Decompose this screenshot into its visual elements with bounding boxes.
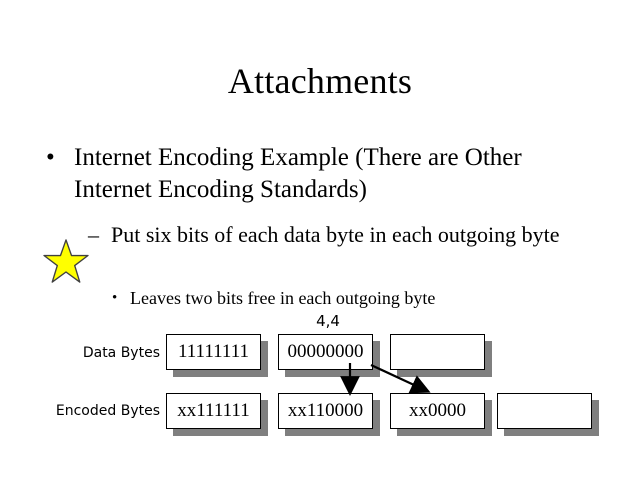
encoded-byte-box-1: xx111111 <box>166 393 261 429</box>
box-shadow <box>504 400 599 436</box>
bullet-marker-icon: • <box>112 290 118 306</box>
page-title: Attachments <box>227 61 413 101</box>
bullet-level3: • Leaves two bits free in each outgoing … <box>112 286 582 310</box>
diagonal-arrow <box>370 364 431 394</box>
data-byte-box-1: 11111111 <box>166 334 261 370</box>
row-label-encoded-bytes: Encoded Bytes <box>55 403 160 419</box>
box-shadow <box>173 341 268 377</box>
bullet-level3-text: Leaves two bits free in each outgoing by… <box>130 288 436 308</box>
box-shadow <box>285 341 380 377</box>
encoded-byte-box-3: xx0000 <box>390 393 485 429</box>
bullet-level2: – Put six bits of each data byte in each… <box>88 220 588 249</box>
annotation-4-4: 4,4 <box>316 312 340 330</box>
bullet-level1-text: Internet Encoding Example (There are Oth… <box>74 144 522 203</box>
bullet-level2-text: Put six bits of each data byte in each o… <box>111 222 560 247</box>
bullet-marker-icon: • <box>46 144 55 171</box>
box-shadow <box>285 400 380 436</box>
dash-bullet-marker-icon: – <box>88 222 99 247</box>
encoded-byte-box-2: xx110000 <box>278 393 373 429</box>
row-label-data-bytes: Data Bytes <box>82 345 160 361</box>
encoded-byte-box-4 <box>497 393 592 429</box>
data-byte-box-3 <box>390 334 485 370</box>
box-shadow <box>397 400 492 436</box>
box-shadow <box>397 341 492 377</box>
star-icon <box>43 239 89 283</box>
data-byte-box-2: 00000000 <box>278 334 373 370</box>
bullet-level1: • Internet Encoding Example (There are O… <box>46 142 586 206</box>
box-shadow <box>173 400 268 436</box>
